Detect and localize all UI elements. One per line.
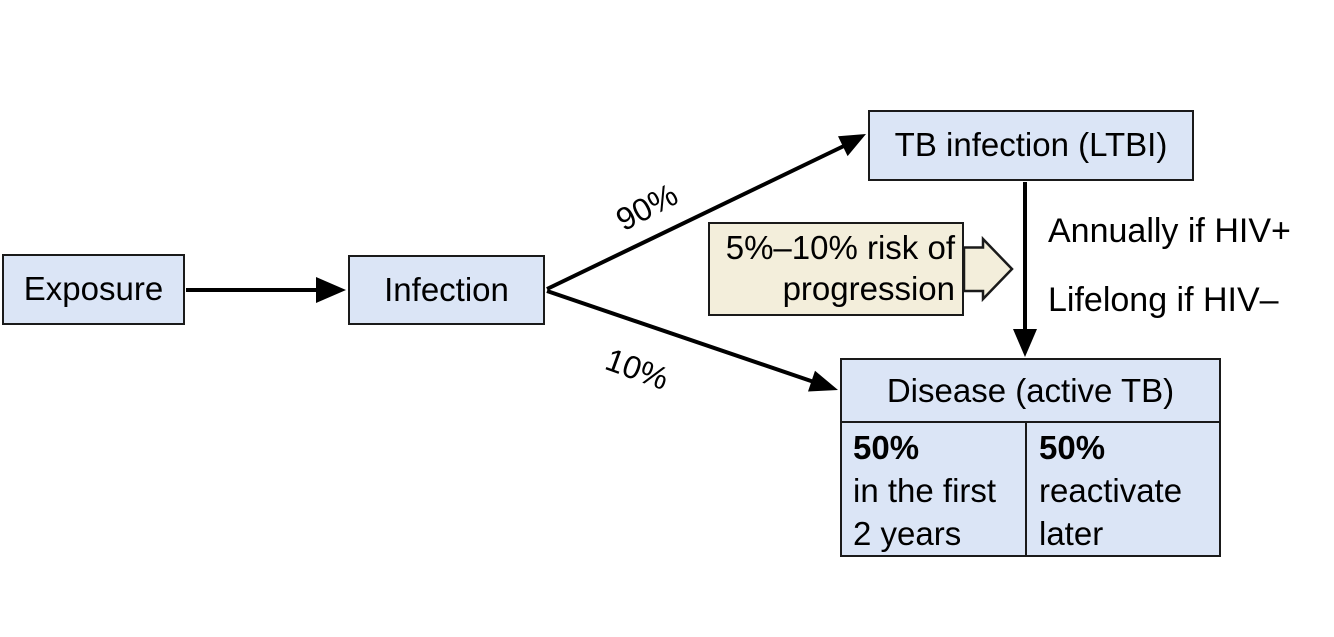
exposure-box: Exposure [2,254,185,325]
cell-right-percent: 50% [1039,429,1106,466]
disease-box: Disease (active TB) 50% in the first 2 y… [840,358,1221,557]
callout-line2: progression [782,270,955,307]
callout-line1: 5%–10% risk of [725,229,955,266]
exposure-label: Exposure [23,270,164,308]
arrow-ltbi-to-disease [1013,182,1037,357]
risk-of-progression-callout: 5%–10% risk of progression [708,222,964,316]
disease-header: Disease (active TB) [842,360,1219,423]
note-annually-if-hiv-positive: Annually if HIV+ [1048,212,1291,250]
disease-cell-first-2-years: 50% in the first 2 years [842,423,1027,555]
disease-cells: 50% in the first 2 years 50% reactivate … [842,423,1219,555]
arrow-infection-to-ltbi [546,134,866,291]
arrow-infection-to-disease [546,289,838,392]
callout-block-arrow-icon [962,235,1014,303]
cell-left-line2: 2 years [853,515,962,552]
cell-right-line2: later [1039,515,1104,552]
disease-cell-reactivate-later: 50% reactivate later [1027,423,1219,555]
note-lifelong-if-hiv-negative: Lifelong if HIV– [1048,281,1279,319]
infection-box: Infection [348,255,545,325]
ltbi-label: TB infection (LTBI) [894,126,1168,164]
infection-label: Infection [384,270,509,308]
arrow-exposure-to-infection [186,277,346,303]
cell-right-line1: reactivate [1039,472,1183,509]
ltbi-box: TB infection (LTBI) [868,110,1194,181]
cell-left-line1: in the first [853,472,997,509]
cell-left-percent: 50% [853,429,920,466]
